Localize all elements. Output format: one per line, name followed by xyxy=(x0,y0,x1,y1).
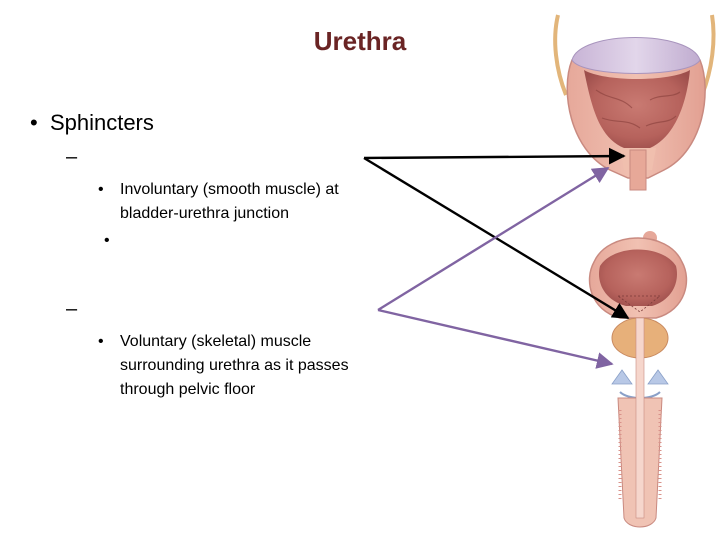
bullet-sphincters-label: Sphincters xyxy=(49,110,154,135)
female-bladder-image xyxy=(553,14,716,191)
sub-bullet-empty: • xyxy=(104,232,110,249)
dash-item-external: – xyxy=(66,298,78,320)
sub-bullet-involuntary-text: Involuntary (smooth muscle) at bladder-u… xyxy=(120,181,339,222)
arrow-external-bottom xyxy=(377,308,614,369)
sub-bullet-voluntary: • Voluntary (skeletal) muscle surroundin… xyxy=(98,330,384,402)
bullet-marker: • xyxy=(98,181,104,198)
sub-bullet-voluntary-text: Voluntary (skeletal) muscle surrounding … xyxy=(120,333,349,398)
arrow-internal-top xyxy=(363,147,626,165)
arrow-external-top xyxy=(377,166,610,312)
bullet-marker: • xyxy=(30,110,38,135)
sub-bullet-involuntary: • Involuntary (smooth muscle) at bladder… xyxy=(98,178,384,226)
bullet-marker: • xyxy=(98,333,104,350)
bullet-sphincters: • Sphincters xyxy=(30,110,154,136)
slide-title: Urethra xyxy=(313,26,407,56)
male-bladder-image xyxy=(588,231,688,528)
dash-item-internal: – xyxy=(66,146,78,168)
